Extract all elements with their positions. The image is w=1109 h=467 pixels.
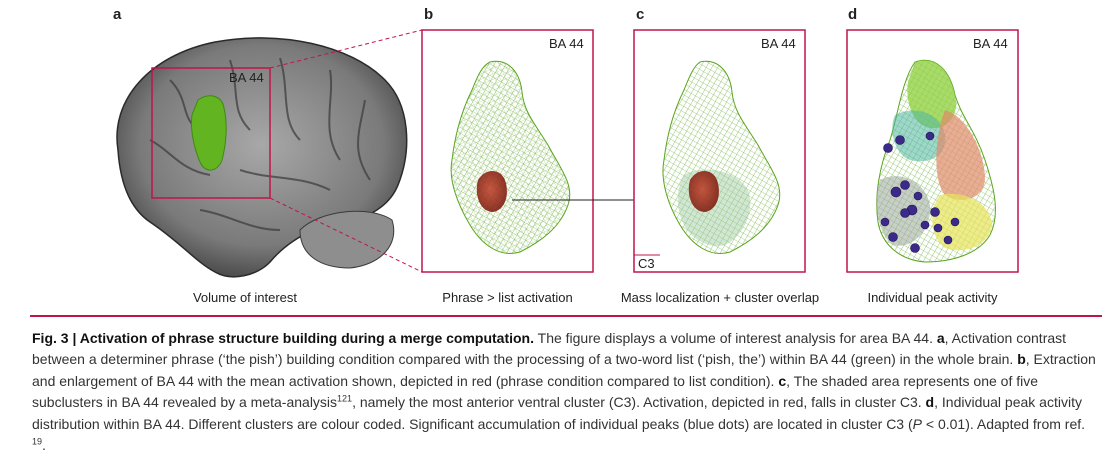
caption-intro: The figure displays a volume of interest… — [534, 330, 937, 346]
panel-c-box-label: BA 44 — [761, 36, 796, 51]
peak-dot — [890, 186, 902, 198]
panel-c-letter: c — [636, 6, 645, 23]
panel-d-caption: Individual peak activity — [867, 290, 998, 305]
peak-dot — [930, 207, 940, 217]
panel-c-cluster-label: C3 — [638, 256, 655, 271]
panel-a-letter: a — [113, 6, 122, 23]
caption-c-text-2: , namely the most anterior ventral clust… — [352, 394, 926, 411]
caption-d-p: P — [912, 415, 922, 432]
panel-c-mesh — [662, 60, 781, 254]
caption-d-ref: 19 — [32, 436, 43, 447]
zoom-line-top — [269, 29, 423, 69]
peak-dot — [895, 135, 905, 145]
caption-title: Fig. 3 | Activation of phrase structure … — [32, 330, 534, 346]
panel-b-caption: Phrase > list activation — [442, 290, 573, 305]
caption-d-letter: d — [925, 394, 935, 411]
caption-d-text-2: < 0.01). Adapted from ref. — [922, 415, 1086, 432]
caption-d-text-1: , Individual peak activity distribution … — [32, 394, 1082, 432]
peak-dots — [880, 131, 960, 253]
caption-a-letter: a — [936, 330, 945, 346]
panel-b-mesh — [450, 60, 571, 254]
caption-a-text: , Activation contrast between a determin… — [32, 330, 1067, 368]
peak-dot — [880, 217, 890, 227]
peak-dot — [910, 243, 920, 253]
panel-b-letter: b — [424, 6, 434, 23]
peak-dot — [900, 180, 910, 190]
peak-dot — [920, 220, 930, 230]
panel-a-box-label: BA 44 — [229, 70, 264, 85]
caption-b-text: , Extraction and enlargement of BA 44 wi… — [32, 351, 1096, 389]
peak-dot — [933, 223, 943, 233]
caption-d-end: . — [42, 437, 46, 454]
panel-b-box-label: BA 44 — [549, 36, 584, 51]
panel-d-letter: d — [848, 6, 858, 23]
peak-dot — [943, 235, 953, 245]
caption-b-letter: b — [1017, 351, 1026, 368]
panel-c-caption: Mass localization + cluster overlap — [620, 290, 820, 305]
peak-dot — [883, 143, 893, 153]
figure-caption: Fig. 3 | Activation of phrase structure … — [32, 328, 1102, 456]
caption-rule — [30, 315, 1102, 317]
peak-dot — [950, 217, 960, 227]
peak-dot — [900, 208, 910, 218]
caption-c-letter: c — [778, 372, 787, 389]
panel-d-box-label: BA 44 — [973, 36, 1008, 51]
panel-a-caption: Volume of interest — [192, 290, 298, 305]
figure-panels: BA 44 BA 44 BA 44 C3 BA 44 — [116, 29, 1019, 278]
brain-slice-image — [116, 37, 408, 278]
zoom-line-bottom — [269, 197, 423, 273]
peak-dot — [888, 232, 898, 242]
caption-c-text-1: , The shaded area represents one of five… — [32, 372, 1039, 411]
peak-dot — [913, 191, 923, 201]
peak-dot — [925, 131, 935, 141]
caption-c-ref: 121 — [337, 393, 353, 404]
panel-a-roi-box — [151, 67, 271, 199]
